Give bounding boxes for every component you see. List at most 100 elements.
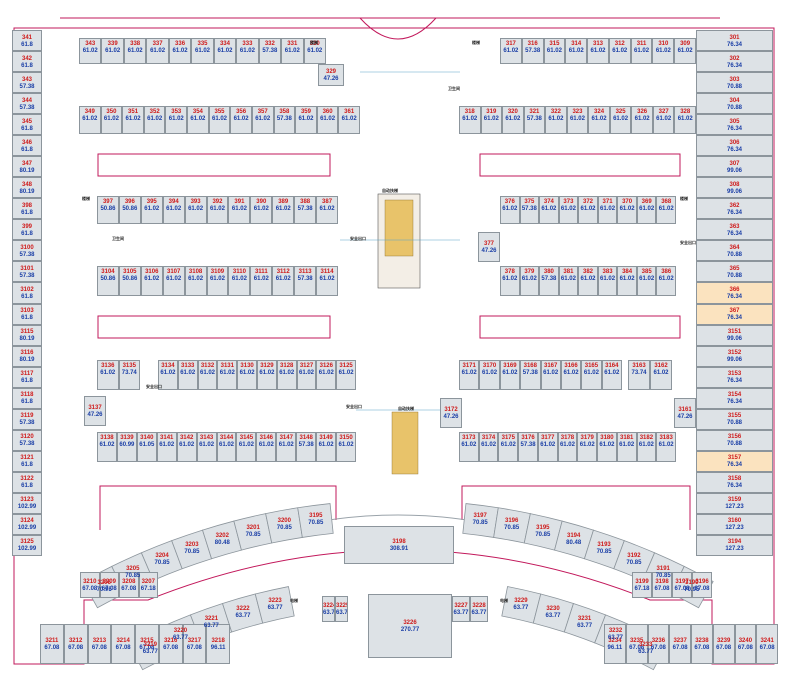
arc-unit-3223[interactable] [254,586,295,624]
unit-3225[interactable]: 322563.77 [335,596,348,622]
